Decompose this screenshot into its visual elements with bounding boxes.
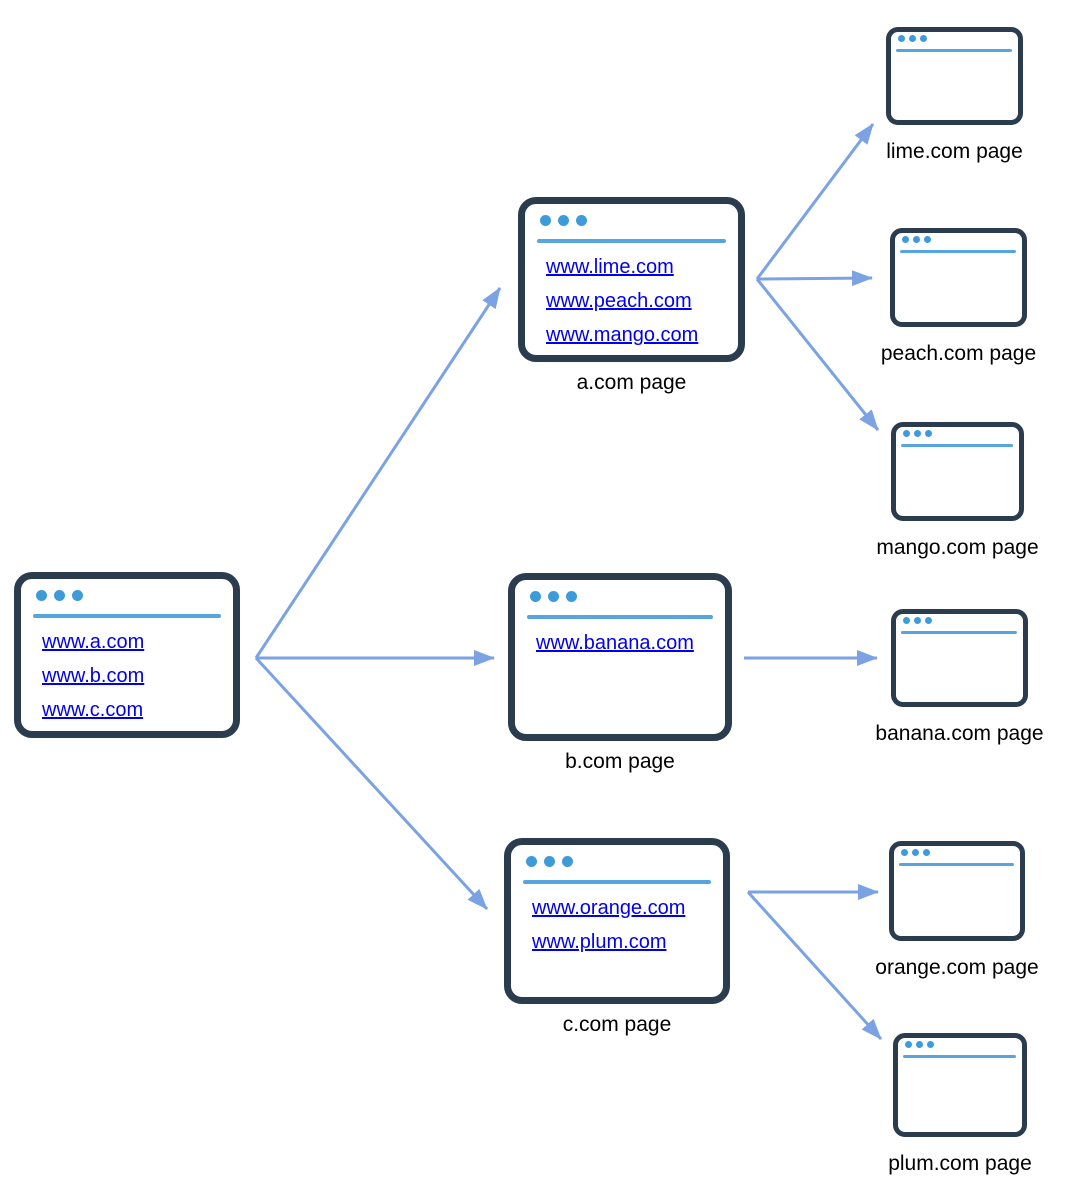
window-dot-icon: [901, 849, 908, 856]
titlebar-rule: [537, 239, 726, 243]
window-dot-icon: [920, 35, 927, 42]
window-dot-icon: [925, 617, 932, 624]
link-list: www.lime.com www.peach.com www.mango.com: [546, 250, 730, 352]
window-titlebar: [540, 215, 587, 226]
window-dot-icon: [558, 215, 569, 226]
window-frame: www.banana.com: [508, 573, 732, 741]
window-label-b-com: b.com page: [565, 750, 675, 773]
window-dot-icon: [54, 590, 65, 601]
window-dot-icon: [914, 430, 921, 437]
window-dot-icon: [576, 215, 587, 226]
link-list: www.orange.com www.plum.com: [532, 891, 715, 959]
window-dot-icon: [905, 1041, 912, 1048]
window-titlebar: [903, 430, 932, 437]
link-list: www.banana.com: [536, 626, 717, 660]
link-www-a-com[interactable]: www.a.com: [42, 631, 145, 653]
window-dot-icon: [72, 590, 83, 601]
window-titlebar: [903, 617, 932, 624]
window-titlebar: [530, 591, 577, 602]
arrow-root-to-c: [254, 656, 489, 911]
browser-window-banana-com: banana.com page: [875, 609, 1044, 745]
window-frame: [889, 841, 1025, 941]
window-dot-icon: [530, 591, 541, 602]
link-www-b-com[interactable]: www.b.com: [42, 665, 145, 687]
titlebar-rule: [33, 614, 221, 618]
link-www-lime-com[interactable]: www.lime.com: [546, 256, 674, 278]
window-frame: www.orange.com www.plum.com: [504, 838, 730, 1004]
window-dot-icon: [36, 590, 47, 601]
window-label-a-com: a.com page: [576, 371, 687, 394]
window-dot-icon: [909, 35, 916, 42]
window-dot-icon: [923, 849, 930, 856]
link-www-orange-com[interactable]: www.orange.com: [532, 897, 686, 919]
window-dot-icon: [927, 1041, 934, 1048]
window-dot-icon: [562, 856, 573, 867]
window-dot-icon: [540, 215, 551, 226]
browser-window-lime-com: lime.com page: [886, 27, 1023, 163]
link-www-c-com[interactable]: www.c.com: [42, 699, 144, 721]
window-titlebar: [901, 849, 930, 856]
window-frame: [890, 228, 1027, 327]
window-dot-icon: [925, 430, 932, 437]
window-frame: [891, 609, 1028, 707]
link-www-peach-com[interactable]: www.peach.com: [546, 290, 692, 312]
window-titlebar: [898, 35, 927, 42]
window-label-mango-com: mango.com page: [876, 536, 1039, 559]
titlebar-rule: [527, 615, 713, 619]
link-www-banana-com[interactable]: www.banana.com: [536, 632, 694, 654]
titlebar-rule: [901, 444, 1013, 447]
window-frame: [891, 422, 1024, 521]
titlebar-rule: [900, 250, 1016, 253]
window-titlebar: [905, 1041, 934, 1048]
link-list: www.a.com www.b.com www.c.com: [42, 625, 225, 727]
browser-window-orange-com: orange.com page: [875, 841, 1039, 979]
window-frame: [886, 27, 1023, 125]
link-www-plum-com[interactable]: www.plum.com: [532, 931, 667, 953]
window-frame: www.lime.com www.peach.com www.mango.com: [518, 197, 745, 362]
window-titlebar: [36, 590, 83, 601]
window-label-orange-com: orange.com page: [875, 956, 1039, 979]
window-label-peach-com: peach.com page: [880, 342, 1037, 365]
window-dot-icon: [903, 617, 910, 624]
browser-window-mango-com: mango.com page: [876, 422, 1039, 559]
window-label-c-com: c.com page: [562, 1013, 672, 1036]
window-frame: [893, 1033, 1027, 1137]
window-titlebar: [902, 236, 931, 243]
titlebar-rule: [896, 49, 1012, 52]
window-dot-icon: [924, 236, 931, 243]
arrow-root-to-a: [254, 287, 502, 659]
window-dot-icon: [902, 236, 909, 243]
window-label-lime-com: lime.com page: [886, 140, 1023, 163]
window-dot-icon: [916, 1041, 923, 1048]
titlebar-rule: [903, 1055, 1016, 1058]
window-dot-icon: [544, 856, 555, 867]
window-dot-icon: [566, 591, 577, 602]
titlebar-rule: [899, 863, 1014, 866]
window-frame: www.a.com www.b.com www.c.com: [14, 572, 240, 738]
window-dot-icon: [903, 430, 910, 437]
window-dot-icon: [526, 856, 537, 867]
window-dot-icon: [898, 35, 905, 42]
titlebar-rule: [901, 631, 1017, 634]
window-label-banana-com: banana.com page: [875, 722, 1044, 745]
browser-window-peach-com: peach.com page: [881, 228, 1036, 365]
window-label-plum-com: plum.com page: [888, 1152, 1032, 1175]
window-dot-icon: [912, 849, 919, 856]
window-dot-icon: [914, 617, 921, 624]
browser-window-b-com: www.banana.com b.com page: [508, 573, 732, 773]
arrow-a-to-peach: [756, 270, 873, 287]
window-dot-icon: [913, 236, 920, 243]
browser-window-a-com: www.lime.com www.peach.com www.mango.com…: [518, 197, 745, 394]
link-www-mango-com[interactable]: www.mango.com: [546, 324, 699, 346]
browser-window-plum-com: plum.com page: [888, 1033, 1032, 1175]
window-dot-icon: [548, 591, 559, 602]
window-titlebar: [526, 856, 573, 867]
browser-window-root: www.a.com www.b.com www.c.com: [14, 572, 240, 738]
browser-window-c-com: www.orange.com www.plum.com c.com page: [504, 838, 730, 1036]
titlebar-rule: [523, 880, 711, 884]
